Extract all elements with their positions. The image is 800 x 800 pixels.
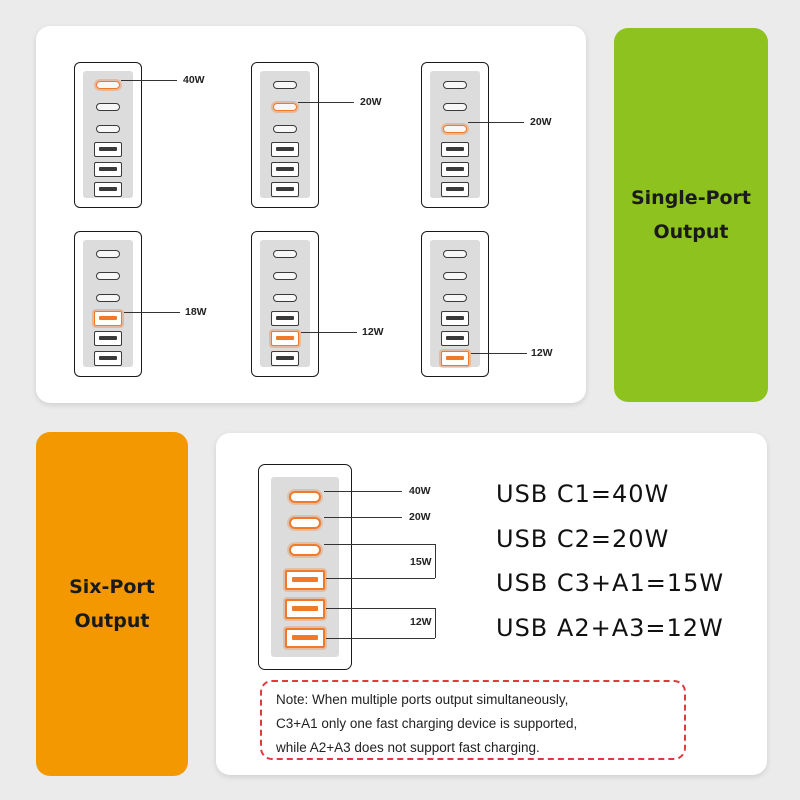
usb-a2-port — [94, 162, 122, 177]
leader-line — [326, 608, 435, 609]
usb-a1-port — [94, 142, 122, 157]
single-port-label-line1: Single-Port — [630, 187, 752, 209]
note-line: Note: When multiple ports output simulta… — [276, 692, 569, 707]
note-line: C3+A1 only one fast charging device is s… — [276, 716, 578, 731]
usb-c2-port — [443, 103, 467, 111]
spec-line-c3-a1: USB C3+A1=15W — [496, 569, 725, 597]
usb-a2-port — [271, 331, 299, 346]
leader-line — [324, 517, 402, 518]
usb-c3-port — [96, 125, 120, 133]
usb-a3-port — [271, 351, 299, 366]
single-port-label: Single-Port Output — [614, 28, 768, 402]
charger-six-port-output — [258, 464, 352, 670]
usb-c3-port — [96, 294, 120, 302]
six-port-label: Six-Port Output — [36, 432, 188, 776]
usb-c1-port — [443, 250, 467, 258]
usb-c3-port — [273, 125, 297, 133]
usb-a3-port — [441, 351, 469, 366]
leader-line — [468, 122, 524, 123]
note-box: Note: When multiple ports output simulta… — [260, 680, 686, 760]
usb-a2-port — [285, 599, 325, 619]
watt-label-c3-a1: 15W — [410, 556, 432, 568]
bracket-line — [435, 608, 436, 638]
port-panel — [260, 71, 310, 198]
usb-c1-port — [273, 81, 297, 89]
charger-a3-output — [421, 231, 489, 377]
usb-c2-port — [96, 272, 120, 280]
usb-a1-port — [271, 142, 299, 157]
charger-a1-output — [74, 231, 142, 377]
six-port-label-line2: Output — [74, 610, 150, 632]
watt-label: 12W — [531, 347, 553, 359]
bracket-line — [435, 544, 436, 578]
usb-c2-port — [289, 517, 321, 529]
usb-c1-port — [443, 81, 467, 89]
usb-a3-port — [271, 182, 299, 197]
usb-c3-port — [443, 294, 467, 302]
usb-a1-port — [285, 570, 325, 590]
usb-a1-port — [441, 311, 469, 326]
usb-a1-port — [441, 142, 469, 157]
usb-a1-port — [94, 311, 122, 326]
port-panel — [430, 240, 480, 367]
usb-c1-port — [96, 81, 120, 89]
usb-c2-port — [273, 103, 297, 111]
usb-c1-port — [273, 250, 297, 258]
usb-c2-port — [273, 272, 297, 280]
usb-a3-port — [441, 182, 469, 197]
port-panel — [83, 240, 133, 367]
watt-label: 40W — [183, 74, 205, 86]
leader-line — [324, 544, 435, 545]
usb-a1-port — [271, 311, 299, 326]
leader-line — [471, 353, 527, 354]
charger-c3-output — [421, 62, 489, 208]
single-port-label-line2: Output — [653, 221, 729, 243]
usb-a2-port — [271, 162, 299, 177]
spec-line-c1: USB C1=40W — [496, 480, 670, 508]
usb-c2-port — [96, 103, 120, 111]
usb-a3-port — [94, 182, 122, 197]
usb-a2-port — [94, 331, 122, 346]
leader-line — [121, 80, 177, 81]
watt-label-c1: 40W — [409, 485, 431, 497]
watt-label-a2-a3: 12W — [410, 616, 432, 628]
port-panel — [271, 477, 339, 657]
usb-c1-port — [96, 250, 120, 258]
usb-a2-port — [441, 331, 469, 346]
watt-label: 12W — [362, 326, 384, 338]
usb-a2-port — [441, 162, 469, 177]
spec-line-a2-a3: USB A2+A3=12W — [496, 614, 724, 642]
port-panel — [260, 240, 310, 367]
charger-a2-output — [251, 231, 319, 377]
usb-c3-port — [443, 125, 467, 133]
port-panel — [430, 71, 480, 198]
note-line: while A2+A3 does not support fast chargi… — [276, 740, 540, 755]
usb-a3-port — [94, 351, 122, 366]
leader-line — [326, 638, 435, 639]
spec-line-c2: USB C2=20W — [496, 525, 670, 553]
leader-line — [326, 578, 435, 579]
port-panel — [83, 71, 133, 198]
usb-c2-port — [443, 272, 467, 280]
watt-label: 20W — [360, 96, 382, 108]
watt-label-c2: 20W — [409, 511, 431, 523]
usb-c3-port — [289, 544, 321, 556]
usb-a3-port — [285, 628, 325, 648]
leader-line — [324, 491, 402, 492]
six-port-label-line1: Six-Port — [69, 576, 155, 598]
usb-c1-port — [289, 491, 321, 503]
usb-c3-port — [273, 294, 297, 302]
leader-line — [124, 312, 180, 313]
charger-c2-output — [251, 62, 319, 208]
leader-line — [298, 102, 354, 103]
charger-c1-output — [74, 62, 142, 208]
watt-label: 18W — [185, 306, 207, 318]
watt-label: 20W — [530, 116, 552, 128]
leader-line — [301, 332, 357, 333]
